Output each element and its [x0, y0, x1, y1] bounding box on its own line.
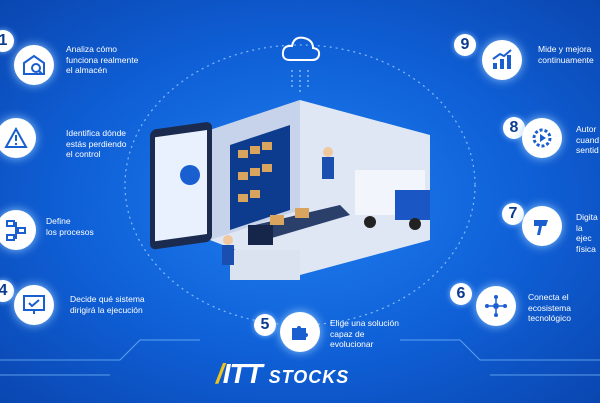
scanner-icon[interactable] [522, 206, 562, 246]
warehouse-search-icon[interactable] [14, 45, 54, 85]
step-6-text: Conecta el ecosistema tecnológico [528, 292, 572, 323]
itt-stocks-logo: /ITT STOCKS [216, 358, 350, 389]
monitor-check-icon[interactable] [14, 285, 54, 325]
step-9-number: 9 [454, 34, 476, 56]
step-5-number: 5 [254, 314, 276, 336]
step-5-text: Elige una solución capaz de evolucionar [330, 318, 399, 349]
step-2-text: Identifica dónde estás perdiendo el cont… [66, 128, 127, 159]
step-8-text: Autor cuand sentid [576, 124, 600, 155]
cloud-icon [280, 30, 322, 70]
step-9-text: Mide y mejora continuamente [538, 44, 594, 65]
gear-play-icon[interactable] [522, 118, 562, 158]
warning-icon[interactable] [0, 118, 36, 158]
step-8-number: 8 [503, 117, 525, 139]
step-4-number: 4 [0, 280, 14, 302]
warehouse-illustration [150, 90, 450, 310]
process-flow-icon[interactable] [0, 210, 36, 250]
step-4-text: Decide qué sistema dirigirá la ejecución [70, 294, 145, 315]
step-3-text: Define los procesos [46, 216, 94, 237]
step-7-number: 7 [502, 203, 524, 225]
step-1-number: 1 [0, 30, 14, 52]
step-7-text: Digita la ejec física [576, 212, 598, 254]
step-6-number: 6 [450, 283, 472, 305]
growth-chart-icon[interactable] [482, 40, 522, 80]
network-icon[interactable] [476, 286, 516, 326]
step-1-text: Analiza cómo funciona realmente el almac… [66, 44, 139, 75]
puzzle-icon[interactable] [280, 312, 320, 352]
